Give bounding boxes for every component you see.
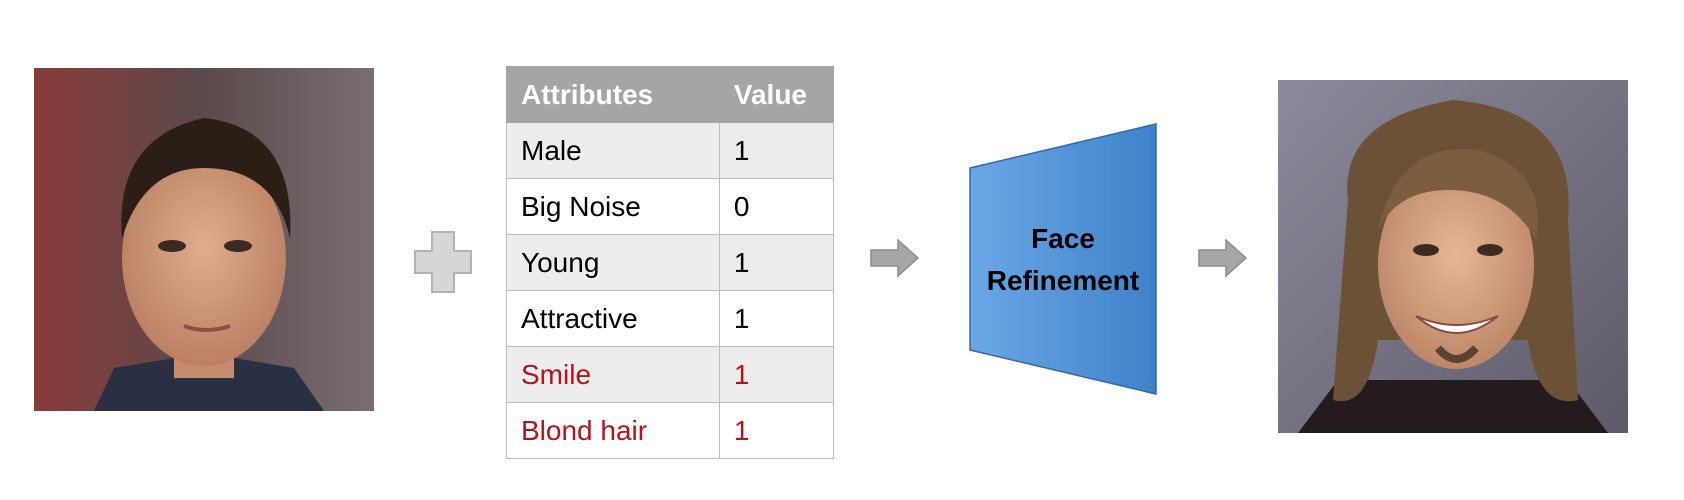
attributes-table: Attributes Value Male 1 Big Noise 0 Youn… bbox=[506, 66, 835, 459]
table-row: Male 1 bbox=[506, 122, 835, 179]
attribute-name: Blond hair bbox=[506, 402, 720, 459]
value-header: Value bbox=[718, 66, 835, 123]
table-row-highlighted: Smile 1 bbox=[506, 346, 835, 403]
attribute-name: Smile bbox=[506, 346, 720, 403]
table-header-row: Attributes Value bbox=[506, 66, 835, 123]
model-label-line1: Face bbox=[1031, 223, 1095, 254]
table-row: Young 1 bbox=[506, 234, 835, 291]
attributes-header: Attributes bbox=[506, 66, 720, 123]
face-refinement-block bbox=[969, 123, 1157, 395]
attribute-name: Attractive bbox=[506, 290, 720, 347]
attribute-name: Big Noise bbox=[506, 178, 720, 235]
attribute-value: 1 bbox=[718, 234, 835, 291]
input-face-photo bbox=[34, 68, 374, 411]
attribute-value: 1 bbox=[718, 290, 835, 347]
model-label-line2: Refinement bbox=[986, 265, 1140, 296]
table-row-highlighted: Blond hair 1 bbox=[506, 402, 835, 459]
plus-icon bbox=[414, 231, 472, 293]
attribute-value: 1 bbox=[718, 122, 835, 179]
face-refinement-label: Face Refinement bbox=[968, 218, 1158, 302]
arrow-right-icon bbox=[870, 238, 920, 278]
table-row: Attractive 1 bbox=[506, 290, 835, 347]
attribute-value: 0 bbox=[718, 178, 835, 235]
attribute-name: Young bbox=[506, 234, 720, 291]
attribute-value: 1 bbox=[718, 402, 835, 459]
table-row: Big Noise 0 bbox=[506, 178, 835, 235]
arrow-right-icon bbox=[1198, 238, 1248, 278]
output-face-photo bbox=[1278, 80, 1628, 433]
attribute-name: Male bbox=[506, 122, 720, 179]
attribute-value: 1 bbox=[718, 346, 835, 403]
